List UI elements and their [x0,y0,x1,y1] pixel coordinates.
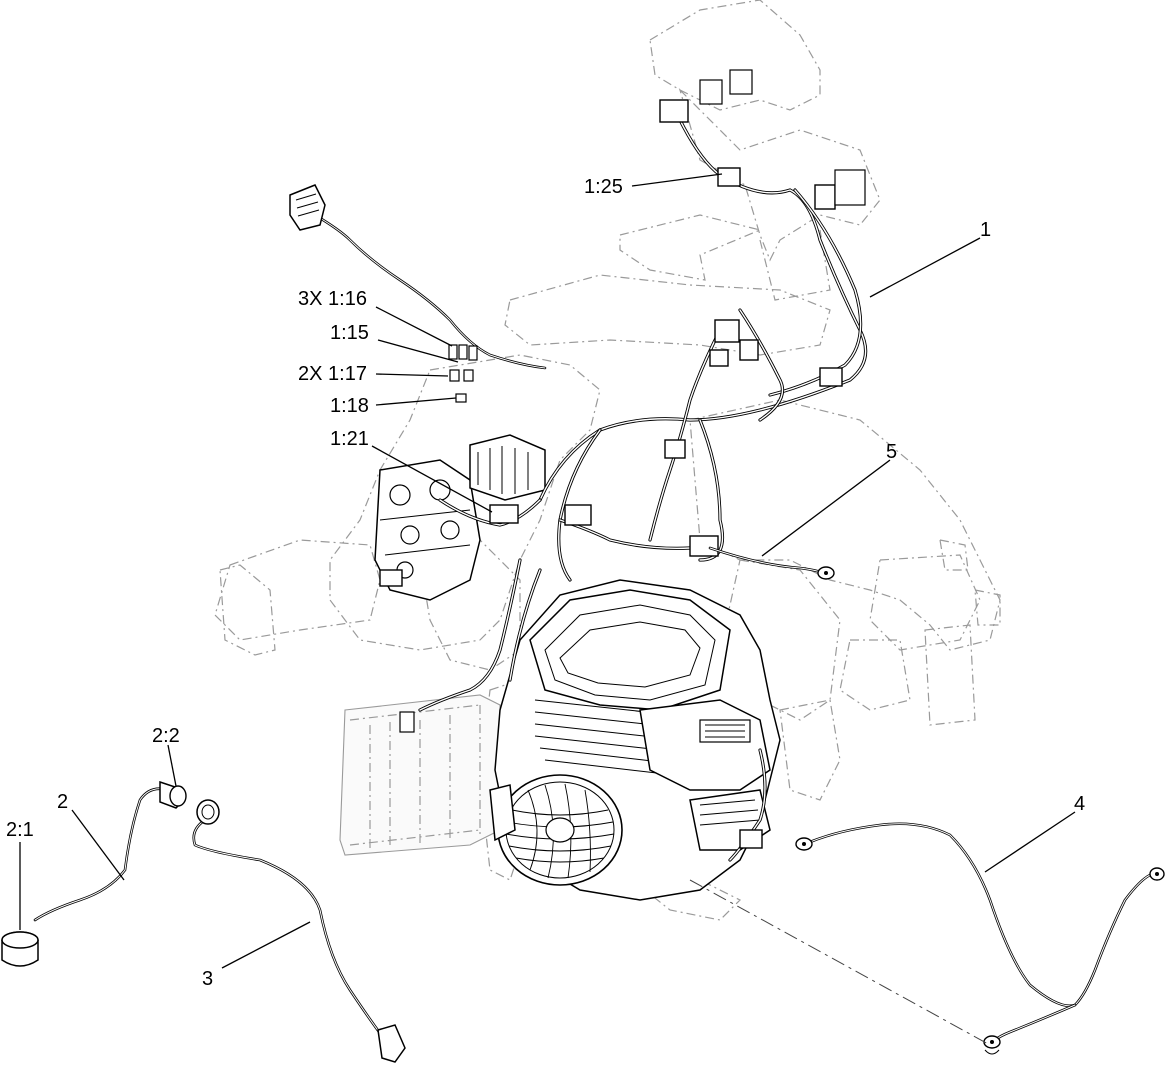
battery-cable-5 [708,546,835,580]
main-harness [289,69,868,862]
callout-2x-1-17: 2X 1:17 [298,363,367,385]
cable-4 [795,822,1165,1055]
callout-2-2: 2:2 [152,725,180,747]
callout-1-21: 1:21 [330,428,369,450]
callout-1-25: 1:25 [584,176,623,198]
hydraulic-valve [374,459,481,601]
callout-2-1: 2:1 [6,819,34,841]
alignment-line [689,879,991,1046]
fuse-block [469,434,546,501]
callouts: 1:25 1 3X 1:16 1:15 2X 1:17 1:18 1:21 5 … [6,173,1085,990]
callout-3x-1-16: 3X 1:16 [298,288,367,310]
cable-2 [1,780,187,967]
battery [339,694,501,856]
callout-5: 5 [886,441,897,463]
callout-3: 3 [202,968,213,990]
callout-4: 4 [1074,793,1085,815]
callout-1-18: 1:18 [330,395,369,417]
callout-2: 2 [57,791,68,813]
callout-1: 1 [980,219,991,241]
fuses [448,344,478,403]
cable-3 [192,799,406,1063]
callout-1-15: 1:15 [330,322,369,344]
